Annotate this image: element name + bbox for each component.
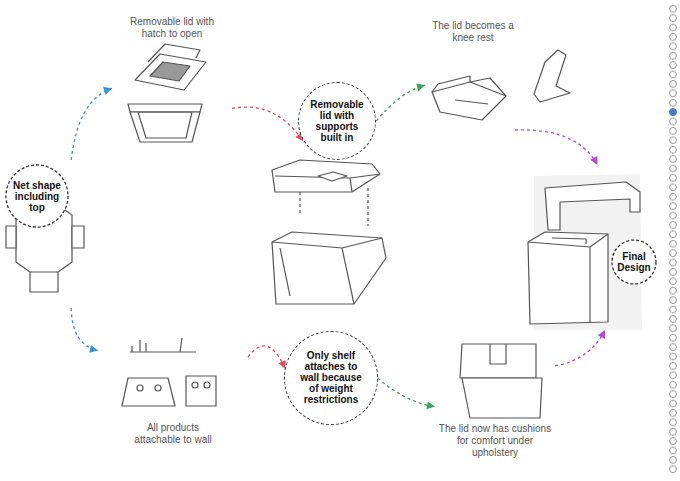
callout-text: Only shelf attaches to wall because of w…	[297, 350, 365, 405]
center-lid	[272, 160, 380, 192]
page-dots	[668, 4, 678, 474]
support	[318, 172, 347, 181]
screw	[155, 385, 161, 391]
arrow-head	[598, 330, 605, 339]
sketch-caption: Removable lid with hatch to open	[117, 16, 227, 40]
final-table	[545, 182, 640, 230]
sketch-step: Removable lid with hatch to open	[112, 14, 232, 149]
final-box	[528, 232, 608, 324]
sketch-caption: All products attachable to wall	[123, 422, 223, 446]
flow-arrow	[248, 346, 286, 369]
arrow-head	[416, 83, 425, 91]
flat-lid-folds	[432, 76, 506, 104]
flow-line	[376, 85, 425, 121]
callout-text: Net shape including top	[12, 180, 62, 213]
screw	[192, 382, 198, 388]
wall-item	[186, 376, 216, 406]
flow-line	[248, 346, 285, 369]
flow-arrow	[71, 87, 112, 160]
callout-circle	[515, 165, 665, 330]
flow-arrow	[378, 378, 435, 409]
flow-arrow	[376, 83, 425, 121]
flow-line	[232, 107, 303, 141]
arrow-head	[89, 345, 98, 353]
center-base-edges	[272, 238, 382, 304]
callout-circle	[6, 165, 68, 227]
flow-arrow	[515, 130, 598, 165]
flow-arrow	[71, 308, 98, 353]
callout-circle	[612, 240, 656, 284]
flow-line	[71, 88, 112, 160]
wall-item	[122, 378, 175, 406]
screw	[204, 382, 210, 388]
sketch-lines	[6, 44, 642, 418]
net-flaps	[6, 226, 84, 248]
sketch-step: All products attachable to wall	[98, 318, 248, 448]
base-sketch	[130, 112, 200, 142]
current-dot	[670, 109, 677, 116]
sketch-step: The lid now has cushions for comfort und…	[435, 325, 555, 461]
flat-lid	[432, 82, 506, 120]
frame-sketch	[128, 104, 202, 112]
guide-lines	[300, 188, 368, 226]
callout-text: Removable lid with supports built in	[308, 99, 366, 143]
flow-line	[555, 330, 605, 366]
flow-line	[71, 308, 98, 351]
center-base	[272, 232, 386, 304]
callout-text: Final Design	[612, 251, 656, 273]
callout-bubble: Removable lid with supports built in	[298, 82, 377, 161]
final-box-edges	[528, 234, 608, 323]
hatch	[150, 62, 190, 81]
cushion-slot	[490, 344, 506, 364]
cushion-box	[462, 378, 542, 418]
sketch-caption: The lid now has cushions for comfort und…	[438, 423, 552, 459]
shelf-sketch	[130, 338, 196, 352]
sketch-step: The lid becomes a knee rest	[425, 18, 575, 130]
arrow-head	[426, 401, 435, 409]
lid-sketch	[135, 54, 206, 90]
sketch-step: Final Design	[515, 165, 665, 330]
flow-arrow	[555, 330, 605, 366]
callout-bubble: Only shelf attaches to wall because of w…	[284, 331, 377, 424]
arrow-head	[103, 87, 112, 95]
hatch-open	[148, 44, 200, 62]
flow-line	[515, 130, 598, 165]
flow-line	[378, 378, 435, 407]
screw	[137, 385, 143, 391]
cushion-top	[460, 344, 536, 378]
arrow-head	[590, 156, 597, 165]
sketch-caption: The lid becomes a knee rest	[425, 20, 521, 44]
flow-arrow	[232, 107, 303, 141]
sketch-step: Net shape including top	[4, 160, 88, 308]
knee-rest-icon	[534, 50, 570, 102]
